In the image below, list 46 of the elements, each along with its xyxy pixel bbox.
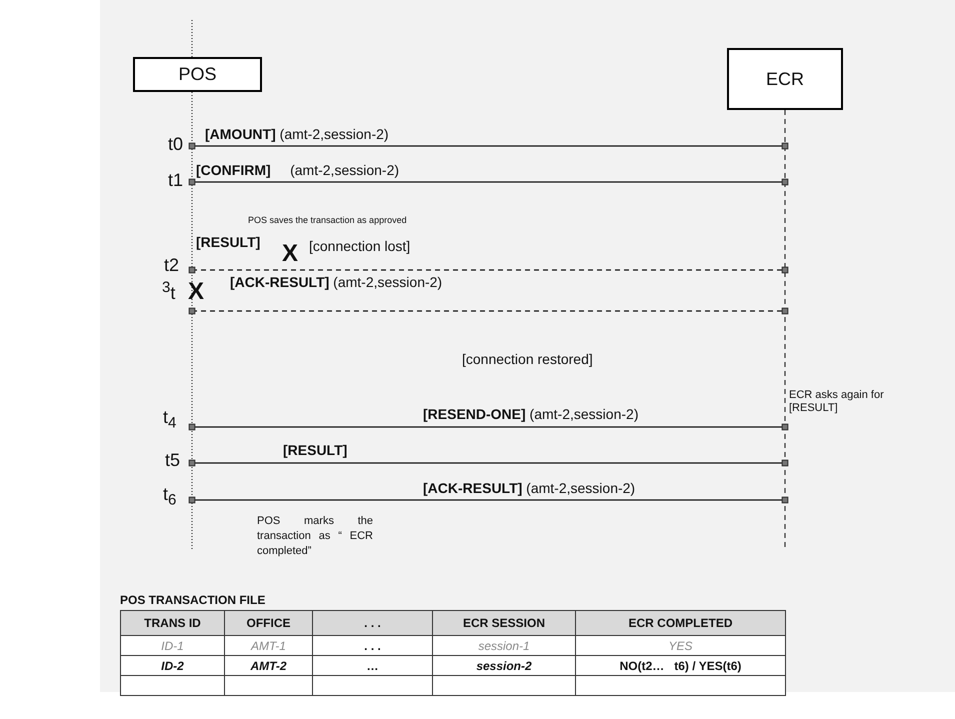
time-label: t5: [165, 450, 180, 471]
lost-mark: X: [282, 240, 298, 268]
message-line: [188, 496, 788, 504]
table-cell: YES: [576, 636, 786, 656]
message-line: [188, 424, 788, 430]
column-header: ECR COMPLETED: [576, 610, 786, 636]
message-label: [ACK-RESULT] (amt-2,session-2): [423, 480, 636, 496]
table-cell: session-2: [432, 656, 576, 676]
lifeline-header-box: ECR: [727, 48, 843, 110]
status-note: [connection restored]: [462, 351, 593, 367]
message-label: [RESULT]: [196, 234, 260, 250]
table-cell: AMT-2: [224, 656, 312, 676]
message-line: [188, 142, 788, 150]
column-header: TRANS ID: [120, 610, 224, 636]
message-line: [188, 178, 788, 186]
note: POS saves the transaction as approved: [248, 215, 407, 225]
message-line: [188, 308, 788, 314]
lifeline-header-box: POS: [133, 57, 262, 92]
time-label: t0: [168, 134, 184, 155]
table-cell: session-1: [432, 636, 576, 656]
table-title: POS TRANSACTION FILE: [120, 593, 266, 607]
time-label: t2: [164, 255, 180, 276]
time-label: $^{3}$t: [162, 279, 176, 304]
message-label: [RESEND-ONE] (amt-2,session-2): [423, 406, 638, 422]
column-header: . . .: [312, 610, 432, 636]
table-cell: ID-2: [120, 656, 224, 676]
note: POS marks the transaction as “ ECR completed”: [257, 514, 373, 559]
message-label: [AMOUNT] (amt-2,session-2): [205, 126, 389, 142]
lost-mark: X: [188, 278, 204, 306]
status-note: [connection lost]: [309, 238, 410, 254]
message-label: [RESULT]: [283, 442, 348, 458]
column-header: OFFICE: [224, 610, 312, 636]
message-label: [ACK-RESULT] (amt-2,session-2): [230, 274, 442, 290]
message-line: [188, 460, 788, 466]
table-cell: …: [312, 656, 432, 676]
table-cell: . . .: [312, 636, 432, 656]
time-label: t$_{4}$: [163, 407, 176, 432]
time-label: t1: [168, 170, 184, 191]
table-cell: AMT-1: [224, 636, 312, 656]
time-label: t$_{6}$: [163, 484, 176, 509]
column-header: ECR SESSION: [432, 610, 576, 636]
message-line: [188, 266, 788, 274]
table-cell: ID-1: [120, 636, 224, 656]
table-cell: NO(t2… t6) / YES(t6): [576, 656, 786, 676]
message-label: [CONFIRM] (amt-2,session-2): [196, 162, 400, 178]
note: ECR asks again for [RESULT]: [789, 389, 885, 415]
